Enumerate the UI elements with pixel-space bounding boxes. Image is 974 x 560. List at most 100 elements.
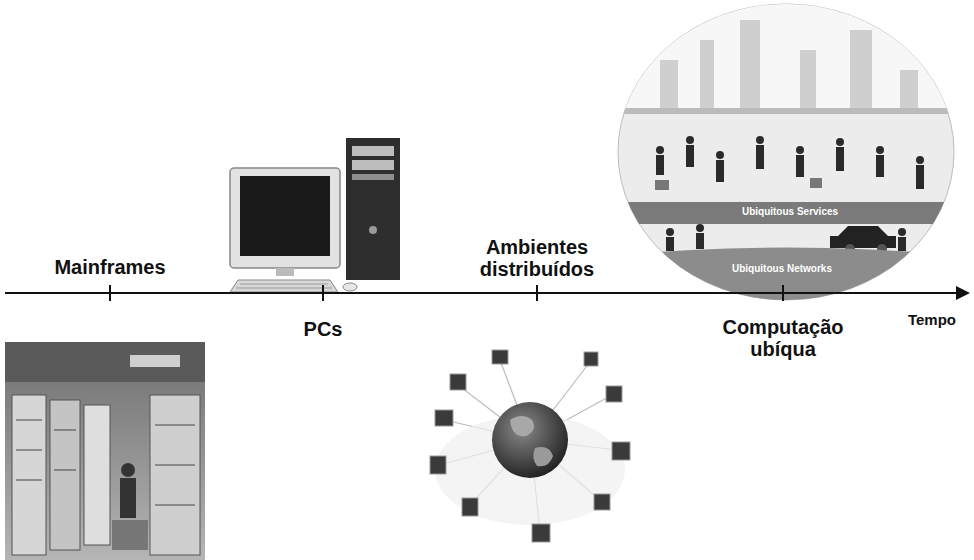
era-label: PCs [304,318,343,340]
pc-illustration-part [352,146,394,156]
ubiquitous-sphere-part-part-part [660,60,678,110]
ubiquitous-sphere-part-part-part [800,50,816,110]
network-globe-part-part [450,374,466,390]
mainframe-photo-part [5,342,205,560]
ubiquitous-sphere-part [618,0,958,300]
network-globe-part-part [462,498,478,516]
pc-illustration-part [369,226,377,234]
mainframe-photo-part [130,355,180,367]
time-axis-part [109,285,111,301]
network-globe-part-part [492,350,508,364]
ubiquitous-sphere-part-part-part [696,224,704,232]
ubiquitous-sphere-part-part-part [666,237,674,251]
mainframe-photo-part [155,425,195,426]
mainframe-photo-part [16,450,42,451]
mainframe-photo-part [54,430,76,431]
pc-illustration-part [346,138,400,280]
network-globe [430,350,630,542]
network-globe-part-part [532,524,550,542]
mainframe-photo-part [112,520,148,550]
time-axis-part [536,285,538,301]
time-axis-part [782,285,784,301]
ubiquitous-sphere-part-part-part [850,30,872,110]
ubiquitous-sphere-part-part [618,108,958,114]
ubiquitous-sphere-part-part-part [686,136,694,144]
ubiquitous-sphere-part-part-part [740,20,760,110]
time-axis [5,285,970,301]
network-globe-part-part [430,456,446,474]
mainframe-photo-part [155,505,195,506]
ubiquitous-sphere-part-part-part [916,156,924,164]
mainframe-photo-part [155,465,195,466]
pc-illustration-part [276,268,294,276]
ubiquitous-sphere-part-part-part [900,70,918,110]
pc-illustration [230,138,400,292]
pc-illustration-part [352,160,394,170]
network-globe-part-part [612,442,630,460]
ubiquitous-sphere-part-part [656,136,924,251]
network-globe-part [430,350,630,542]
ubiquitous-sphere-part-part-part [656,146,664,154]
network-globe-part-part [584,352,598,366]
mainframe-photo-part [12,395,46,555]
network-globe-part-part [606,386,622,402]
ubiquitous-sphere-part-part [618,202,958,224]
time-axis-part [956,286,970,300]
axis-label: Tempo [908,312,956,329]
mainframe-photo-part [16,480,42,481]
ubiquitous-sphere-part-part-part [876,146,884,154]
ubiquitous-sphere-part-part-part [796,146,804,154]
pc-illustration-part [240,284,328,285]
mainframe-photo-part [5,342,205,382]
mainframe-photo-part [50,400,80,550]
era-label: Ambientes distribuídos [467,236,607,280]
ubiquitous-sphere-part-part-part [876,155,884,177]
ubiquitous-sphere-part-part [660,20,918,110]
ubiquitous-sphere-part-part-part [916,165,924,189]
ubiquitous-sphere-part-part-part [716,160,724,182]
ubiquitous-sphere-part-part-part [756,145,764,169]
pc-illustration-part [240,176,330,256]
ubiquitous-sphere-part-part-part [898,237,906,251]
pc-illustration-part [230,280,338,292]
pc-illustration-part [236,288,332,289]
ubiquitous-sphere-part-part-part [686,145,694,167]
ubiquitous-sphere-part-part [655,180,669,190]
mainframe-photo-part [54,470,76,471]
network-globe-part-part [435,410,453,426]
ubiquitous-sphere-part-part [810,178,822,188]
ubiquitous-sphere-part-part-part [666,228,674,236]
mainframe-photo-part [84,405,110,545]
ubiquitous-sphere-part-part-part [656,155,664,175]
network-globe-part [510,416,534,436]
mainframe-photo-part [16,420,42,421]
era-label: Mainframes [54,256,165,278]
ubiquitous-sphere-part-part-part [898,228,906,236]
network-globe-part-part [594,494,610,510]
pc-illustration-part [352,174,394,180]
ubiquitous-sphere-part-part-part [696,233,704,249]
era-label: Computação ubíqua [713,316,853,360]
mainframe-photo-part [150,395,200,555]
ubiquitous-sphere-part-part [618,0,958,110]
ubiquitous-sphere-part-part-part [716,151,724,159]
mainframe-photo [5,342,205,560]
ubiquitous-sphere-part-part-part [836,138,844,146]
ubiquitous-sphere-part-part-part [796,155,804,177]
pc-illustration-part [343,283,357,291]
illustration-caption: Ubiquitous Services [742,206,838,217]
pc-illustration-part [230,168,340,268]
illustration-caption: Ubiquitous Networks [732,263,832,274]
network-globe-part [533,447,553,466]
ubiquitous-sphere-part-part-part [756,136,764,144]
network-globe-part [492,402,568,478]
ubiquitous-sphere-part-part [830,226,896,248]
mainframe-photo-part [120,478,136,518]
ubiquitous-sphere-part-part-part [836,147,844,171]
time-axis-part [5,292,958,294]
mainframe-photo-part [121,463,135,477]
ubiquitous-sphere-part-part-part [700,40,714,110]
ubiquitous-sphere [618,0,958,300]
